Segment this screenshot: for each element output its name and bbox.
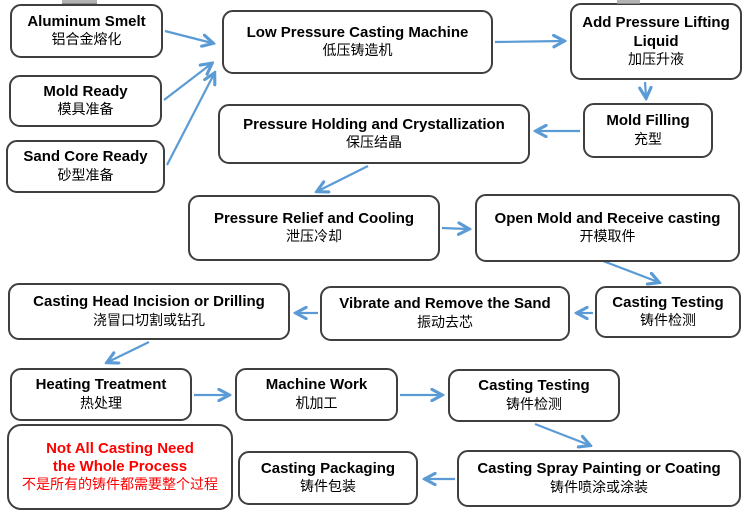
node-label-en: Pressure Relief and Cooling [213, 209, 415, 227]
node-sand-core-ready: Sand Core Ready 砂型准备 [6, 140, 165, 193]
arrow-sand-core-ready-to-low-pressure-casting-machine [166, 74, 214, 166]
arrow-casting-head-incision-to-heating-treatment [108, 341, 150, 362]
screen-artifact-left [62, 0, 97, 4]
node-label-en: Casting Testing [612, 293, 724, 311]
node-label-en: Vibrate and Remove the Sand [339, 295, 551, 313]
node-label-zh: 充型 [634, 130, 662, 147]
arrow-pressure-relief-to-open-mold [441, 228, 468, 229]
node-label-zh: 泄压冷却 [286, 228, 342, 245]
node-label-zh: 铝合金熔化 [51, 31, 122, 48]
node-label-zh: 加压升液 [628, 50, 684, 67]
node-label-en: Add Pressure Lifting Liquid [582, 14, 730, 50]
node-pressure-holding-and-crystallization: Pressure Holding and Crystallization 保压结… [218, 104, 530, 164]
arrow-aluminum-smelt-to-low-pressure-casting-machine [164, 29, 212, 43]
node-label-en: Machine Work [265, 376, 368, 394]
node-casting-head-incision-or-drilling: Casting Head Incision or Drilling 浇冒口切割或… [8, 283, 290, 340]
node-label-en: Open Mold and Receive casting [494, 209, 721, 227]
node-casting-testing-2: Casting Testing 铸件检测 [448, 369, 620, 422]
note-line-2: the Whole Process [52, 458, 188, 476]
node-label-zh: 模具准备 [57, 101, 114, 118]
node-machine-work: Machine Work 机加工 [235, 368, 398, 421]
node-label-zh: 铸件检测 [506, 395, 562, 412]
node-casting-testing-1: Casting Testing 铸件检测 [595, 286, 741, 338]
node-label-en: Casting Packaging [260, 459, 396, 477]
arrow-open-mold-to-casting-testing-1 [602, 259, 658, 282]
arrow-low-pressure-casting-machine-to-add-pressure-lifting-liquid [494, 41, 563, 42]
node-label-en: Pressure Holding and Crystallization [243, 115, 505, 133]
node-casting-spray-painting-or-coating: Casting Spray Painting or Coating 铸件喷涂或涂… [457, 450, 741, 507]
node-label-en: Heating Treatment [35, 376, 167, 394]
node-label-en: Mold Filling [606, 112, 690, 130]
node-label-zh: 铸件检测 [640, 312, 696, 329]
note-box-not-all-casting: Not All Casting Need the Whole Process 不… [7, 424, 233, 510]
arrow-pressure-holding-to-pressure-relief [318, 165, 369, 191]
node-aluminum-smelt: Aluminum Smelt 铝合金熔化 [10, 4, 163, 58]
node-label-en: Mold Ready [43, 82, 128, 100]
note-line-1: Not All Casting Need [46, 439, 194, 457]
node-label-zh: 砂型准备 [57, 166, 114, 183]
arrow-casting-testing-2-to-spray-painting [534, 422, 589, 445]
screen-artifact-right [617, 0, 640, 4]
node-label-zh: 热处理 [80, 394, 122, 411]
arrow-add-pressure-lifting-liquid-to-mold-filling [645, 81, 646, 97]
node-label-en: Low Pressure Casting Machine [246, 23, 469, 41]
node-heating-treatment: Heating Treatment 热处理 [10, 368, 192, 421]
node-mold-filling: Mold Filling 充型 [583, 103, 713, 158]
node-label-zh: 开模取件 [579, 228, 636, 245]
node-label-en: Casting Testing [478, 377, 590, 395]
node-label-en: Sand Core Ready [23, 148, 148, 166]
node-label-zh: 振动去芯 [417, 313, 473, 330]
node-label-en: Casting Spray Painting or Coating [477, 460, 721, 478]
node-low-pressure-casting-machine: Low Pressure Casting Machine 低压铸造机 [222, 10, 493, 74]
node-vibrate-and-remove-the-sand: Vibrate and Remove the Sand 振动去芯 [320, 286, 570, 341]
node-label-zh: 浇冒口切割或钻孔 [93, 311, 205, 328]
node-pressure-relief-and-cooling: Pressure Relief and Cooling 泄压冷却 [188, 195, 440, 261]
node-add-pressure-lifting-liquid: Add Pressure Lifting Liquid 加压升液 [570, 3, 742, 80]
node-label-zh: 机加工 [295, 394, 338, 411]
note-line-zh: 不是所有的铸件都需要整个过程 [22, 476, 218, 493]
node-casting-packaging: Casting Packaging 铸件包装 [238, 451, 418, 505]
node-label-en: Casting Head Incision or Drilling [33, 293, 265, 311]
node-open-mold-and-receive-casting: Open Mold and Receive casting 开模取件 [475, 194, 740, 262]
node-label-zh: 低压铸造机 [322, 42, 393, 59]
node-mold-ready: Mold Ready 模具准备 [9, 75, 162, 127]
node-label-zh: 铸件喷涂或涂装 [550, 478, 648, 495]
node-label-en: Aluminum Smelt [27, 12, 146, 30]
node-label-zh: 保压结晶 [346, 134, 402, 151]
node-label-zh: 铸件包装 [300, 478, 356, 495]
